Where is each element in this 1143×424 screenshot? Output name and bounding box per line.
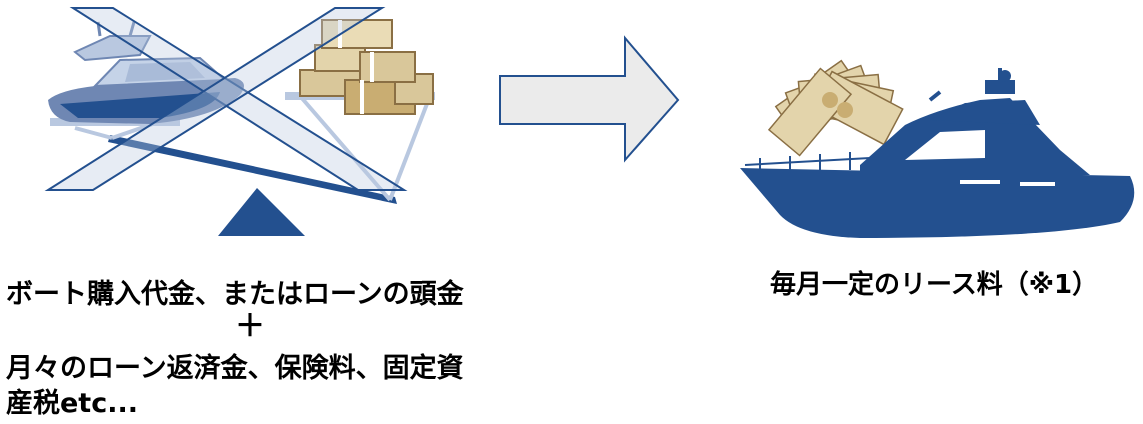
left-caption-line1: ボート購入代金、またはローンの頭金 — [6, 279, 464, 310]
banknotes-fan-icon — [767, 59, 904, 157]
right-caption: 毎月一定のリース料（※1） — [770, 270, 1099, 300]
motor-boat-icon — [48, 21, 244, 124]
right-arrow-icon — [499, 35, 680, 163]
left-caption-line3: 産税etc... — [6, 388, 138, 419]
left-caption-plus-sign: ＋ — [235, 309, 265, 344]
yacht-silhouette-icon — [740, 68, 1135, 238]
diagram-illustration — [44, 7, 1135, 238]
cross-mark-icon — [44, 7, 408, 191]
left-caption-line2: 月々のローン返済金、保険料、固定資 — [6, 353, 464, 384]
